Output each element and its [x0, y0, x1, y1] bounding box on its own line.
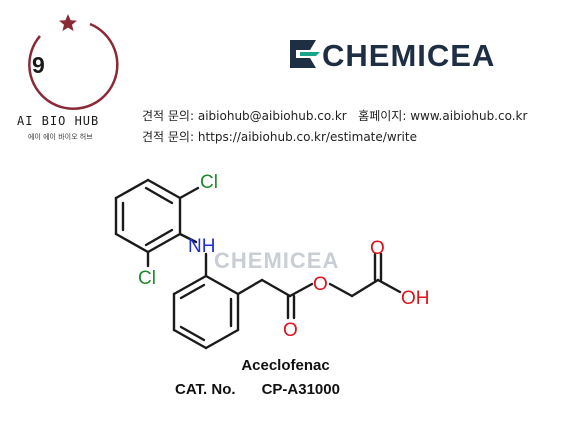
atom-o-carbonyl-1: O: [283, 320, 298, 341]
logo-title: AI BIO HUB: [17, 114, 100, 128]
logo-number: 9: [32, 52, 45, 78]
catalog-label: CAT. No.: [175, 381, 236, 398]
homepage-link[interactable]: www.aibiohub.co.kr: [410, 109, 528, 123]
estimate-link[interactable]: https://aibiohub.co.kr/estimate/write: [197, 130, 417, 144]
brand-name: CHEMICEA: [322, 38, 495, 73]
inquiry-email-link[interactable]: aibiohub@aibiohub.co.kr: [197, 109, 347, 123]
atom-nh: NH: [188, 236, 215, 257]
inquiry-label: 견적 문의:: [142, 109, 195, 123]
atom-cl-top: Cl: [200, 172, 218, 193]
molecule-structure: CHEMICEA: [114, 172, 430, 350]
atom-o-carbonyl-2: O: [370, 238, 385, 259]
compound-name: Aceclofenac: [241, 357, 330, 374]
atom-o-ester: O: [313, 274, 328, 295]
logo-star-icon: [59, 14, 77, 31]
logo-ring: [28, 22, 119, 110]
structure-watermark: CHEMICEA: [214, 248, 339, 273]
ai-bio-hub-logo-icon: [28, 14, 119, 110]
atom-cl-bottom: Cl: [138, 268, 156, 289]
contact-line-1: 견적 문의: aibiohub@aibiohub.co.kr 홈페이지: www…: [142, 107, 527, 124]
bond-lines: [114, 178, 402, 350]
contact-line-2: 견적 문의: https://aibiohub.co.kr/estimate/w…: [142, 128, 417, 145]
estimate-label: 견적 문의:: [142, 130, 195, 144]
chemicea-mark-icon: [290, 40, 320, 68]
catalog-line: CAT. No. CP-A31000: [175, 381, 340, 398]
homepage-label: 홈페이지:: [358, 109, 407, 123]
logo-subtitle: 에이 에이 바이오 허브: [28, 133, 93, 141]
catalog-number: CP-A31000: [261, 381, 340, 398]
atom-oh: OH: [401, 288, 430, 309]
chemicea-logo: CHEMICEA: [290, 38, 495, 73]
